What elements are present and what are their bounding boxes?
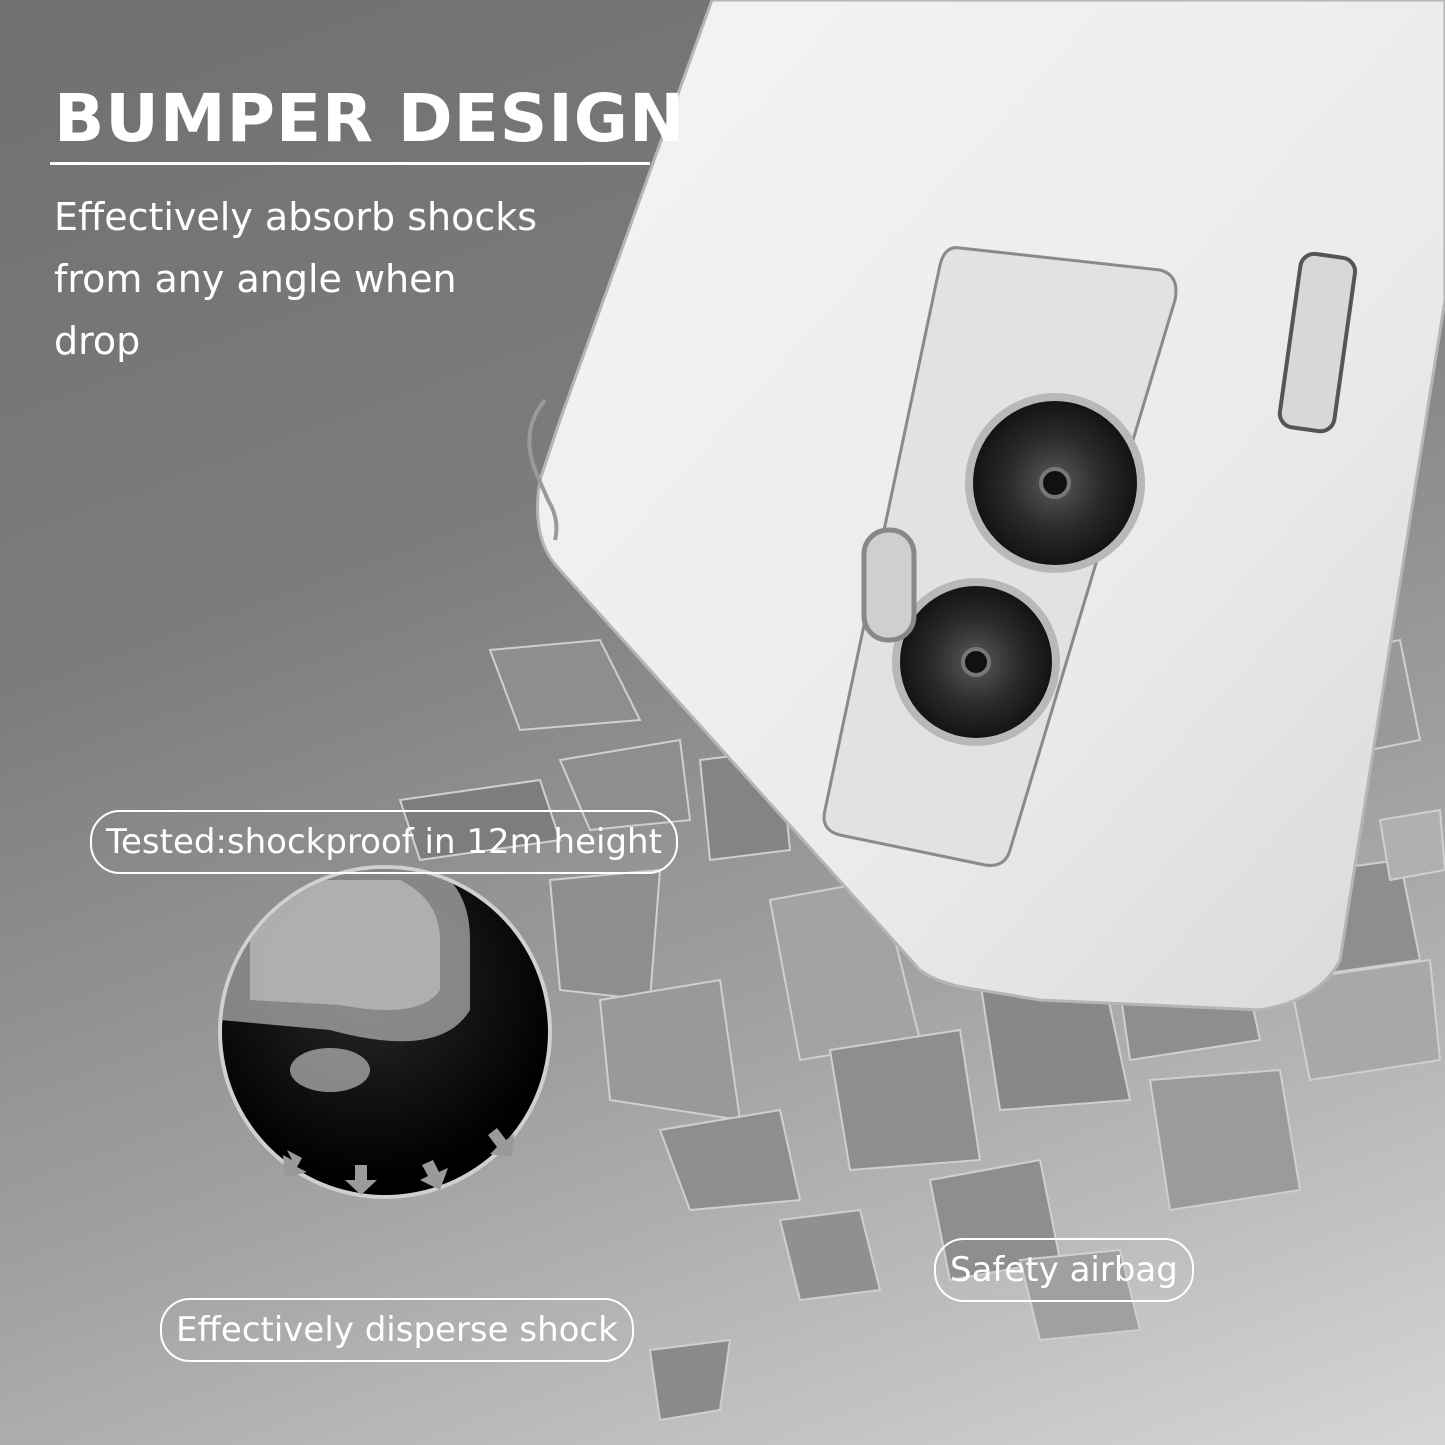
- callout-disperse-shock: Effectively disperse shock: [160, 1298, 634, 1362]
- phone-case: [527, 0, 1445, 1012]
- callout-tested: Tested:shockproof in 12m height: [90, 810, 678, 874]
- flash-icon: [861, 527, 917, 643]
- page-title: BUMPER DESIGN: [54, 80, 686, 157]
- camera-module: [822, 246, 1178, 867]
- subtitle: Effectively absorb shocks from any angle…: [54, 186, 614, 372]
- subtitle-line: Effectively absorb shocks: [54, 195, 538, 239]
- subtitle-line: drop: [54, 319, 141, 363]
- callout-safety-airbag: Safety airbag: [934, 1238, 1194, 1302]
- subtitle-line: from any angle when: [54, 257, 457, 301]
- title-underline: [50, 162, 650, 165]
- inset-closeup: [218, 865, 552, 1199]
- down-arrow-icon: [283, 1128, 514, 1195]
